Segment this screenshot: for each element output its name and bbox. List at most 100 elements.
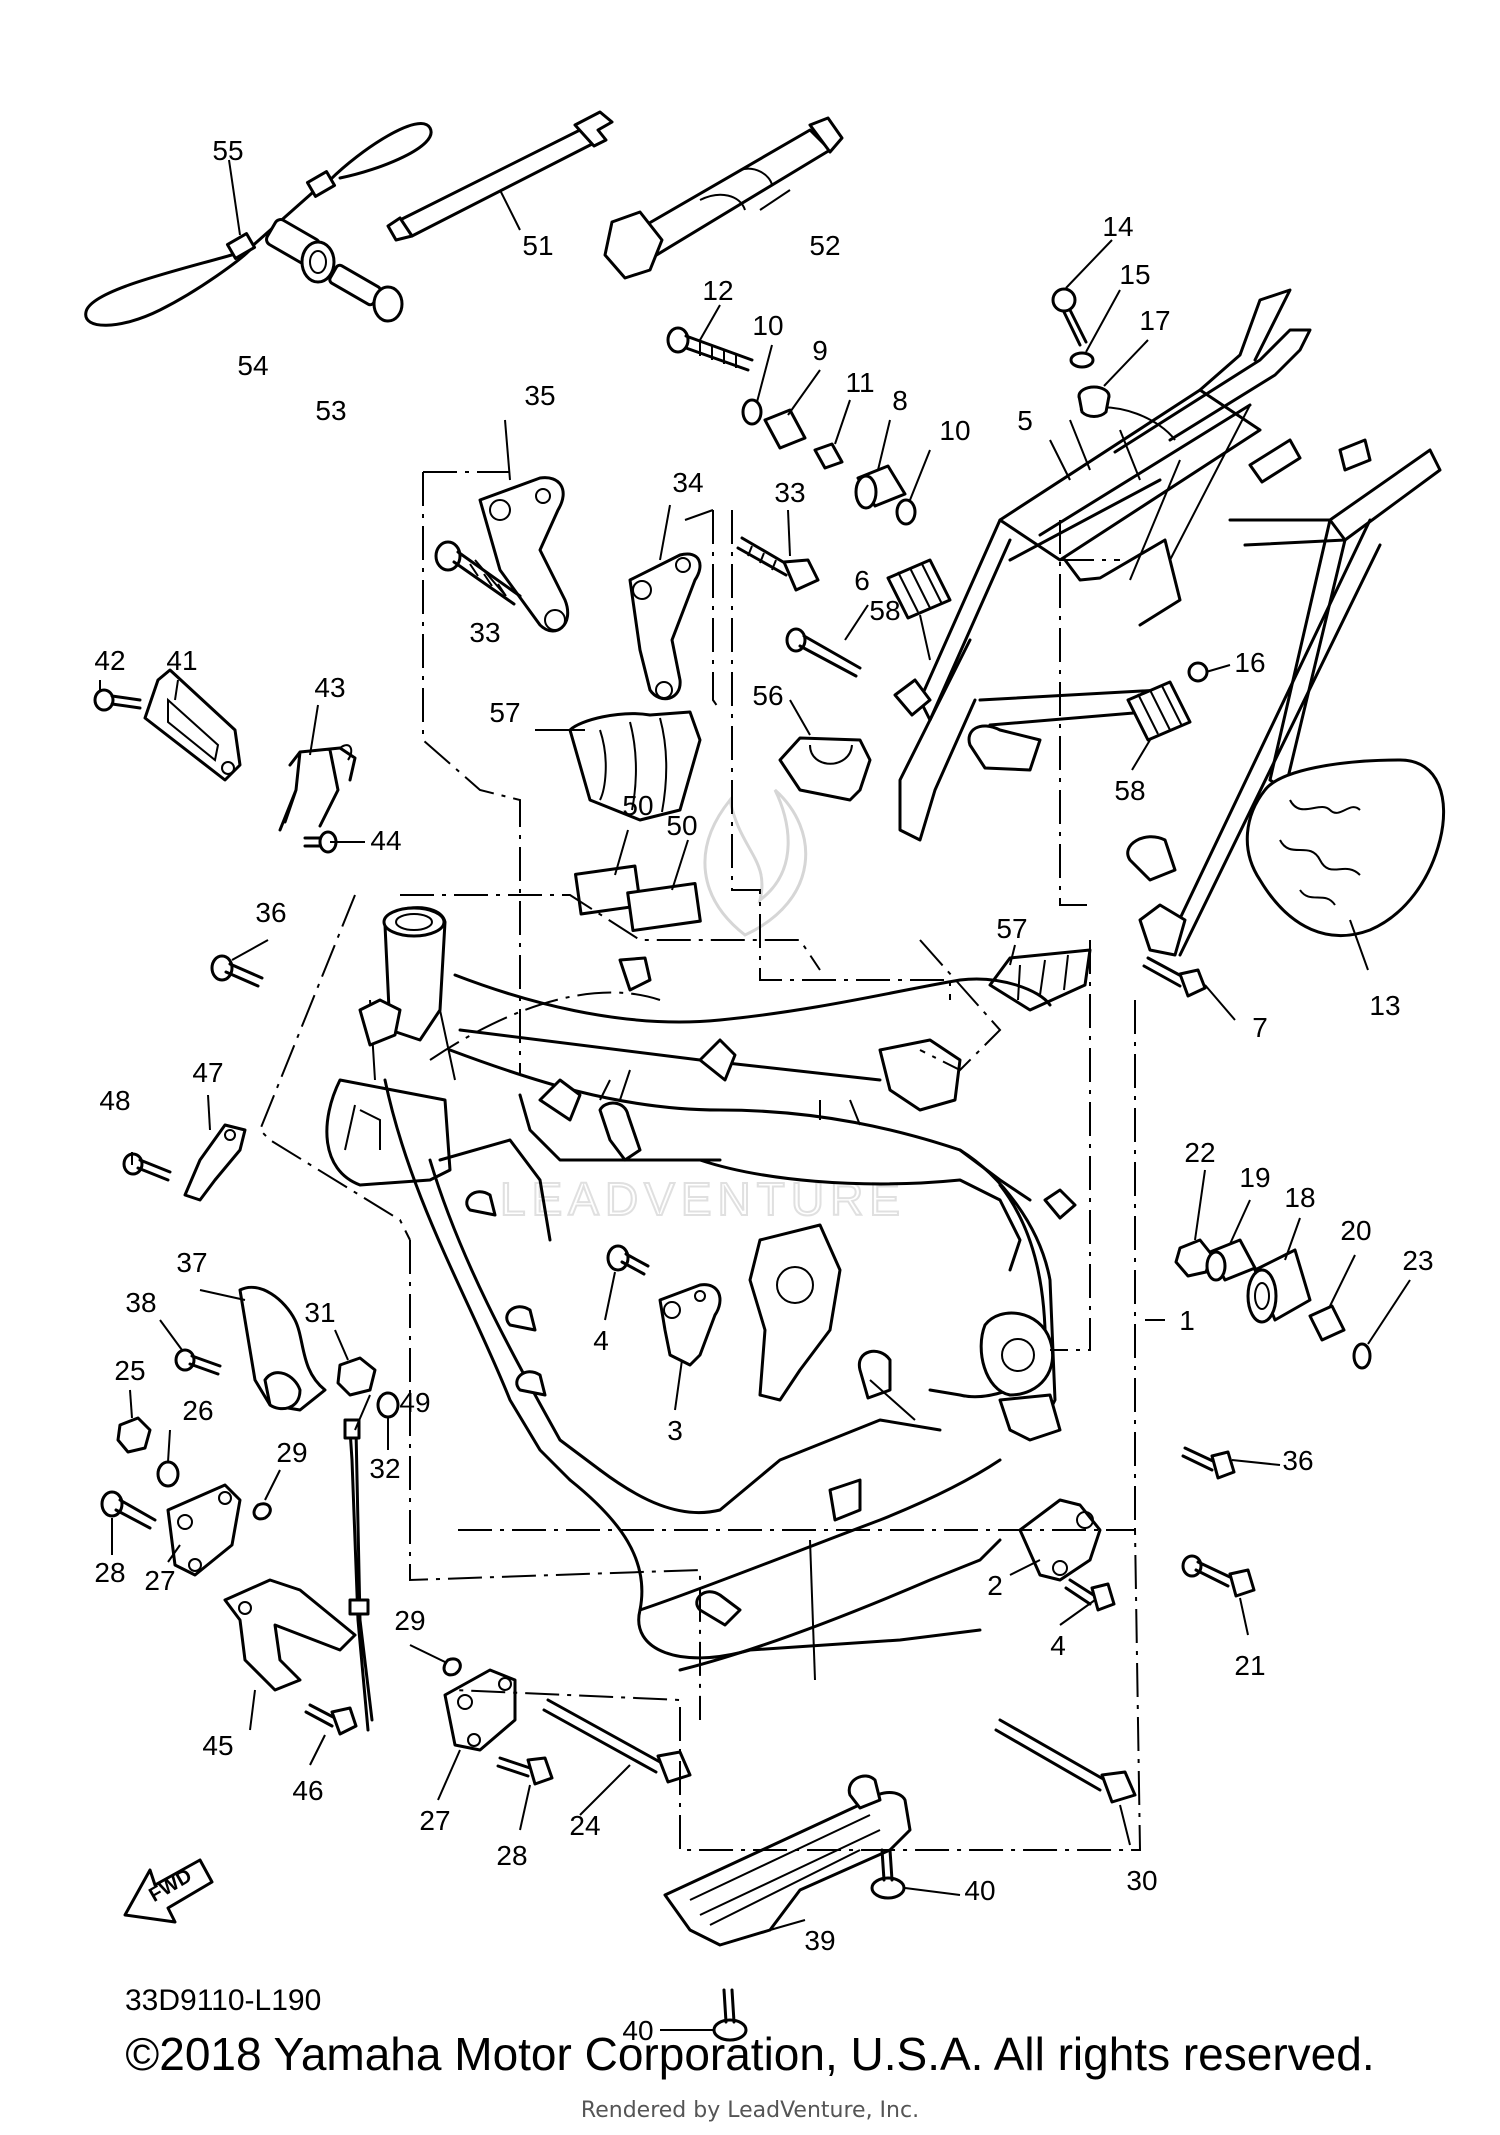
clip-29-lower [442,1657,462,1677]
callout-30: 30 [1126,1865,1157,1896]
clip-43 [278,744,357,832]
callout-18: 18 [1284,1182,1315,1213]
bushing-18 [1246,1248,1312,1324]
clamp-56 [778,736,872,802]
bracket-45 [223,1578,357,1692]
callout-40-left: 40 [622,2015,653,2046]
pivot-shaft-54 [265,218,336,284]
callout-12: 12 [702,275,733,306]
callout-10-left: 10 [752,310,783,341]
subframe-5 [893,288,1442,957]
callout-34: 34 [672,467,703,498]
callout-27-upper: 27 [144,1565,175,1596]
callout-45: 45 [202,1730,233,1761]
nut-16 [1187,661,1209,683]
callout-33-right: 33 [774,477,805,508]
callout-38: 38 [125,1287,156,1318]
callout-48: 48 [99,1085,130,1116]
callout-37: 37 [176,1247,207,1278]
side-cover-13 [1245,758,1446,938]
callout-22: 22 [1184,1137,1215,1168]
bolt-36-left [210,954,264,988]
callout-51: 51 [522,230,553,261]
bolt-38 [174,1348,222,1376]
safety-wire-55 [84,122,433,327]
nut-25 [116,1416,152,1454]
bolt-40-left [712,1988,748,2042]
callout-35: 35 [524,380,555,411]
callout-8: 8 [892,385,908,416]
callout-21: 21 [1234,1650,1265,1681]
plate-41 [143,668,242,782]
callout-53: 53 [315,395,346,426]
callout-56: 56 [752,680,783,711]
nut-22 [1174,1238,1214,1278]
copyright-notice: ©2018 Yamaha Motor Corporation, U.S.A. A… [125,2028,1375,2080]
callout-13: 13 [1369,990,1400,1021]
grommet-17 [1077,385,1111,418]
callout-33-left: 33 [469,617,500,648]
callout-36-left: 36 [255,897,286,928]
callout-50-right: 50 [666,810,697,841]
bolt-33-right [736,536,820,592]
engine-plate-27-lower [443,1668,517,1752]
diagram-code: 33D9110-L190 [125,1984,321,2017]
callout-16: 16 [1234,647,1265,678]
callout-36-right: 36 [1282,1445,1313,1476]
callout-10-right: 10 [939,415,970,446]
collar-11 [813,442,844,470]
callout-58-lower: 58 [1114,775,1145,806]
chain-guide-37 [238,1285,327,1412]
callout-1: 1 [1179,1305,1195,1336]
callout-58-upper: 58 [869,595,900,626]
callout-17: 17 [1139,305,1170,336]
callout-4-lower: 4 [1050,1630,1066,1661]
callout-28-upper: 28 [94,1557,125,1588]
callout-46: 46 [292,1775,323,1806]
fwd-arrow-icon: FWD [123,1858,214,1924]
callout-7: 7 [1252,1012,1268,1043]
pivot-bolt-53 [328,263,404,323]
watermark-text: LEADVENTURE [500,1173,906,1225]
bolt-4-lower [1064,1578,1116,1612]
damper-57-left [568,710,702,822]
skid-plate-39 [663,1774,912,1947]
callout-24: 24 [569,1810,600,1841]
bolt-7 [1142,956,1207,998]
callout-52: 52 [809,230,840,261]
callout-54: 54 [237,350,268,381]
callout-49: 49 [399,1387,430,1418]
bracket-2 [1018,1498,1102,1582]
bolt-28-upper [100,1490,157,1530]
main-frame-1 [325,906,1077,1672]
bolt-6 [785,627,862,678]
collar-9 [763,408,807,450]
bushing-8 [854,464,907,510]
bolt-12 [666,326,754,372]
long-bolt-30 [994,1718,1137,1804]
callout-39: 39 [804,1925,835,1956]
engine-plate-27-upper [166,1483,242,1577]
rendered-by-credit: Rendered by LeadVenture, Inc. [580,2098,920,2123]
callout-57-left: 57 [489,697,520,728]
callout-47: 47 [192,1057,223,1088]
washer-23 [1352,1342,1372,1370]
callout-44: 44 [370,825,401,856]
callout-2: 2 [987,1570,1003,1601]
callout-29-lower: 29 [394,1605,425,1636]
callout-4-upper: 4 [593,1325,609,1356]
callout-41: 41 [166,645,197,676]
callout-31: 31 [304,1297,335,1328]
callout-27-lower: 27 [419,1805,450,1836]
callout-42: 42 [94,645,125,676]
bolt-28-lower [496,1756,554,1786]
bracket-47 [183,1123,247,1202]
clip-29-upper [252,1502,272,1521]
bracket-35 [478,476,570,633]
label-50-right [626,881,702,933]
callout-25: 25 [114,1355,145,1386]
washer-32 [376,1391,400,1419]
bolt-48 [122,1152,172,1182]
washer-10-right [895,498,917,526]
